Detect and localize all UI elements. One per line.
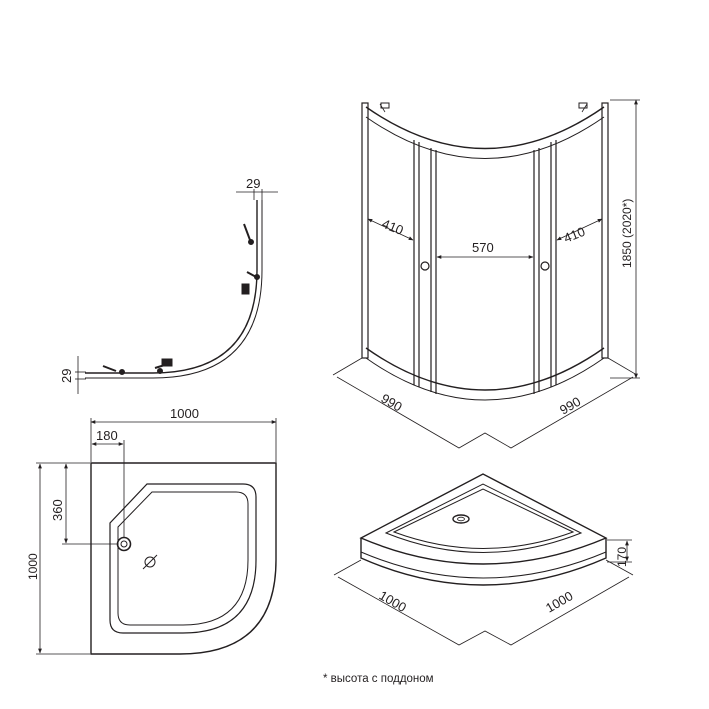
tray3d-skirt	[360, 538, 607, 586]
cabin-dim-height: 1850 (2020*)	[620, 199, 634, 268]
profile-arc-outer	[85, 200, 258, 374]
tray-inner-basin	[117, 491, 249, 626]
door-handle-right	[540, 261, 550, 271]
cabin-bottom-rail	[365, 347, 605, 391]
tray-3d-view: 170 1000 1000	[333, 473, 634, 646]
tray3d-drain-icon	[452, 514, 470, 524]
tray-inner-rim	[109, 483, 257, 634]
tray-dim-drain-x: 180	[96, 428, 118, 443]
roller-details	[102, 223, 260, 375]
cabin-dim-depth-left: 990	[379, 391, 405, 415]
tray3d-dim-depth-right: 1000	[543, 588, 576, 615]
profile-view: 29 29	[59, 176, 278, 394]
cabin-top-rail	[365, 106, 605, 150]
door-handle-left	[420, 261, 430, 271]
profile-arc-inner	[85, 200, 263, 379]
cabin-right-post	[601, 102, 609, 359]
footnote: * высота с поддоном	[323, 673, 434, 685]
tray-dim-drain-y: 360	[50, 499, 65, 521]
profile-dim-left: 29	[59, 369, 74, 383]
cabin-dim-door: 570	[472, 240, 494, 255]
cabin-dim-right-panel: 410	[562, 224, 588, 246]
tray3d-top	[359, 473, 608, 565]
diameter-symbol-icon	[144, 556, 156, 568]
drain-icon	[116, 536, 132, 552]
tray-plan-view: 1000 180 360 1000	[26, 406, 277, 655]
cabin-dim-depth-right: 990	[557, 394, 583, 418]
tray-dim-depth: 1000	[26, 553, 40, 580]
profile-dim-top: 29	[246, 176, 260, 191]
tray3d-dim-depth-left: 1000	[377, 588, 410, 615]
cabin-view: 410 570 410 1850 (2020*) 990 990	[332, 99, 640, 449]
tray-outline	[90, 462, 277, 655]
tray-dim-width: 1000	[170, 406, 199, 421]
cabin-left-post	[361, 102, 369, 359]
tray3d-dim-height: 170	[615, 547, 629, 567]
